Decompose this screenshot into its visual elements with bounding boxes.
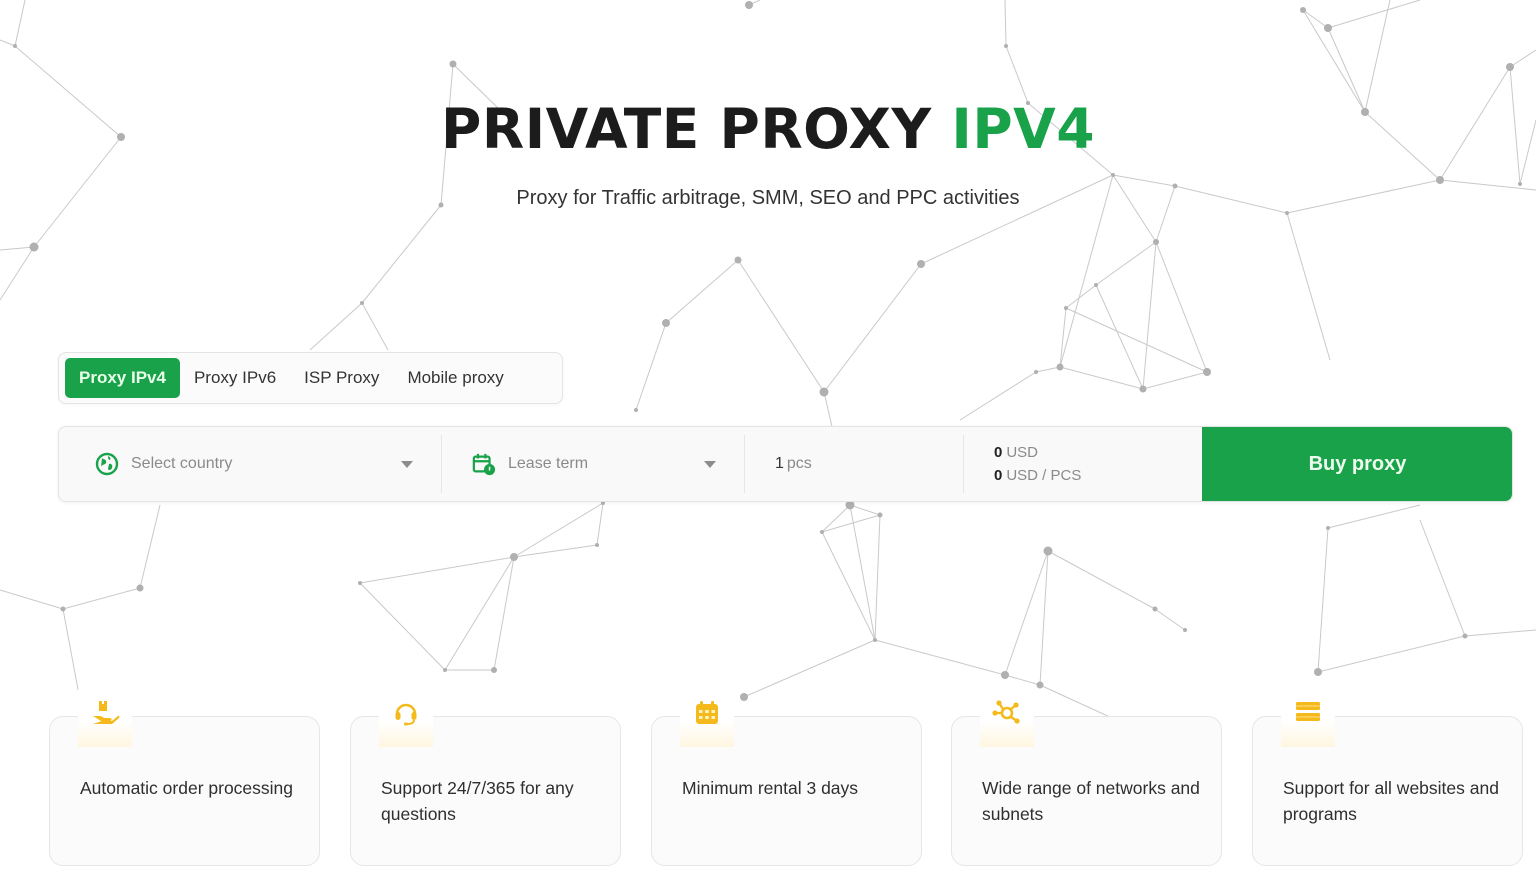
unit-price-unit: USD / PCS [1006, 467, 1082, 484]
quantity-unit: pcs [786, 455, 812, 472]
feature-card: Wide range of networks and subnets [951, 689, 1222, 866]
feature-card: Support 24/7/365 for any questions [350, 689, 621, 866]
order-form: Select country Lease term 1 pcs [58, 426, 1513, 502]
hand-box-icon [78, 689, 132, 747]
lease-term-select[interactable]: Lease term [442, 435, 745, 493]
lease-term-placeholder: Lease term [508, 455, 589, 472]
buy-proxy-button[interactable]: Buy proxy [1202, 427, 1512, 501]
calendar-clock-icon [472, 452, 496, 476]
server-icon [1281, 689, 1335, 747]
feature-text: Support 24/7/365 for any questions [381, 778, 574, 824]
feature-card: Support for all websites and programs [1252, 689, 1523, 866]
proxy-type-tabs: Proxy IPv4 Proxy IPv6 ISP Proxy Mobile p… [58, 352, 563, 404]
feature-text: Minimum rental 3 days [682, 778, 859, 798]
chevron-down-icon [704, 461, 716, 468]
feature-card: Minimum rental 3 days [651, 689, 922, 866]
globe-icon [95, 452, 119, 476]
quantity-value: 1 [775, 455, 784, 472]
quantity-input[interactable]: 1 pcs [745, 435, 964, 493]
country-select[interactable]: Select country [59, 435, 442, 493]
tab-isp-proxy[interactable]: ISP Proxy [304, 368, 380, 387]
feature-card: Automatic order processing [49, 689, 320, 866]
total-price-unit: USD [1006, 444, 1039, 461]
features-list: Automatic order processing Support 24/7/… [49, 689, 1523, 866]
headset-icon [379, 689, 433, 747]
feature-text: Support for all websites and programs [1283, 778, 1499, 824]
country-placeholder: Select country [131, 455, 233, 472]
network-icon [980, 689, 1034, 747]
chevron-down-icon [401, 461, 413, 468]
feature-text: Wide range of networks and subnets [982, 778, 1200, 824]
feature-text: Automatic order processing [80, 778, 294, 798]
calendar-icon [680, 689, 734, 747]
tab-mobile-proxy[interactable]: Mobile proxy [407, 368, 504, 387]
page-title-accent: IPV4 [951, 97, 1095, 161]
unit-price-value: 0 [994, 467, 1003, 484]
tab-proxy-ipv6[interactable]: Proxy IPv6 [193, 368, 277, 387]
tab-proxy-ipv4[interactable]: Proxy IPv4 [65, 358, 180, 398]
page-title-main: PRIVATE PROXY [441, 97, 952, 161]
total-price-value: 0 [994, 444, 1003, 461]
page-title: PRIVATE PROXY IPV4 [0, 96, 1536, 162]
page-subtitle: Proxy for Traffic arbitrage, SMM, SEO an… [516, 187, 1020, 209]
